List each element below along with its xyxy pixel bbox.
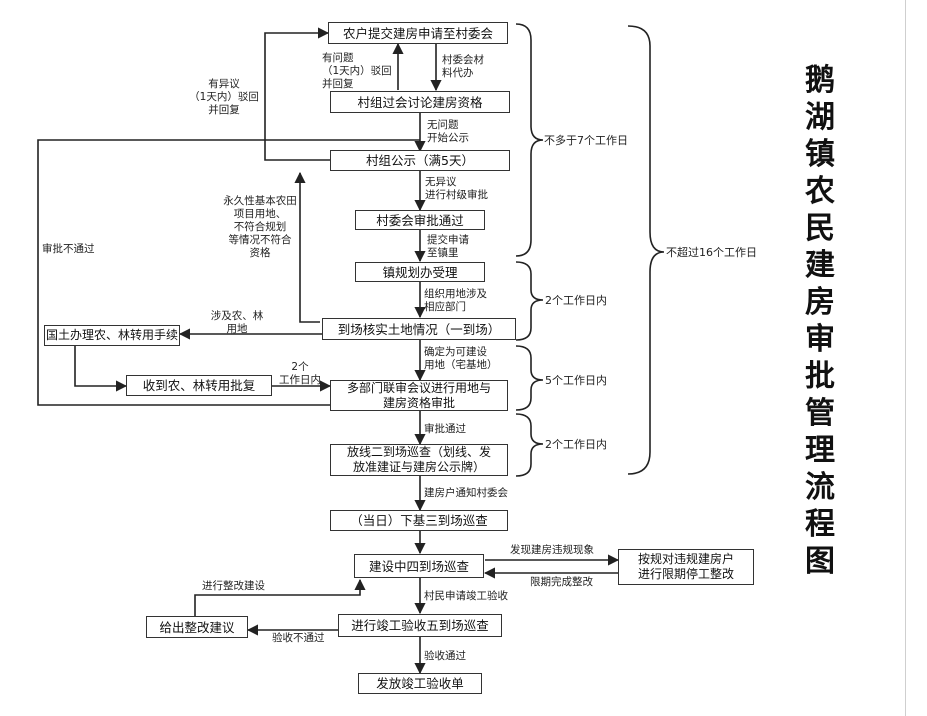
- span-2-days-b: 2个工作日内: [545, 438, 607, 451]
- node-same-day: （当日）下基三到场巡查: [330, 510, 508, 531]
- label-involve-land: 涉及农、林 用地: [210, 310, 264, 335]
- brace-16-days: [627, 25, 665, 475]
- label-organize: 组织用地涉及 相应部门: [424, 288, 487, 313]
- label-two-days-in: 2个 工作日内: [279, 361, 321, 386]
- page-title: 鹅 湖 镇 农 民 建 房 审 批 管 理 流 程 图: [805, 63, 835, 579]
- page-divider: [905, 0, 906, 716]
- node-rectify-order: 按规对违规建房户 进行限期停工整改: [618, 549, 754, 585]
- label-objection: 有异议 （1天内）驳回 并回复: [189, 78, 259, 116]
- label-problem: 有问题 （1天内）驳回 并回复: [322, 52, 392, 90]
- node-land-bureau: 国土办理农、林转用手续: [44, 325, 180, 346]
- label-approved: 审批通过: [424, 423, 466, 435]
- node-receive-reply: 收到农、林转用批复: [126, 375, 272, 396]
- node-village-approve: 村委会审批通过: [355, 210, 485, 230]
- label-accept-fail: 验收不通过: [272, 632, 325, 644]
- node-apply: 农户提交建房申请至村委会: [328, 22, 508, 44]
- span-2-days-a: 2个工作日内: [545, 294, 607, 307]
- label-violation: 发现建房违规现象: [510, 544, 594, 556]
- label-rectify-build: 进行整改建设: [202, 580, 265, 592]
- node-joint-review: 多部门联审会议进行用地与 建房资格审批: [330, 380, 508, 411]
- node-publicize: 村组公示（满5天）: [330, 150, 510, 171]
- brace-2-days-a: [515, 261, 544, 341]
- node-discuss: 村组过会讨论建房资格: [330, 91, 510, 113]
- node-certificate: 发放竣工验收单: [358, 673, 482, 694]
- brace-5-days: [515, 345, 544, 411]
- label-submit-town: 提交申请 至镇里: [427, 234, 469, 259]
- label-notify: 建房户通知村委会: [424, 487, 508, 499]
- arrow-rectify-build: [194, 578, 366, 616]
- label-reject: 审批不通过: [42, 243, 95, 255]
- arrow-farmland-loop: [294, 171, 320, 323]
- span-7-days: 不多于7个工作日: [544, 134, 628, 147]
- node-construction: 建设中四到场巡查: [354, 554, 484, 578]
- label-no-problem: 无问题 开始公示: [427, 119, 469, 144]
- node-site-check: 到场核实土地情况（一到场）: [322, 318, 516, 340]
- brace-7-days: [515, 23, 544, 257]
- label-village-help: 村委会材 料代办: [442, 54, 484, 79]
- node-town-accept: 镇规划办受理: [355, 262, 485, 282]
- node-stakeout: 放线二到场巡查（划线、发 放准建证与建房公示牌）: [330, 444, 508, 476]
- label-confirm: 确定为可建设 用地（宅基地）: [424, 346, 498, 371]
- arrow-reject-loop: [37, 139, 420, 406]
- label-deadline: 限期完成整改: [530, 576, 593, 588]
- label-accept-pass: 验收通过: [424, 650, 466, 662]
- node-acceptance: 进行竣工验收五到场巡查: [338, 614, 502, 637]
- label-no-objection: 无异议 进行村级审批: [425, 176, 488, 201]
- brace-2-days-b: [515, 413, 544, 477]
- arrow-objection-loop: [264, 27, 330, 161]
- label-apply-accept: 村民申请竣工验收: [424, 590, 508, 602]
- node-rectify-advice: 给出整改建议: [146, 616, 248, 638]
- label-farmland: 永久性基本农田 项目用地、 不符合规划 等情况不符合 资格: [223, 195, 297, 259]
- span-16-days: 不超过16个工作日: [666, 246, 757, 259]
- span-5-days: 5个工作日内: [545, 374, 607, 387]
- arrow-land-to-reply: [74, 346, 128, 392]
